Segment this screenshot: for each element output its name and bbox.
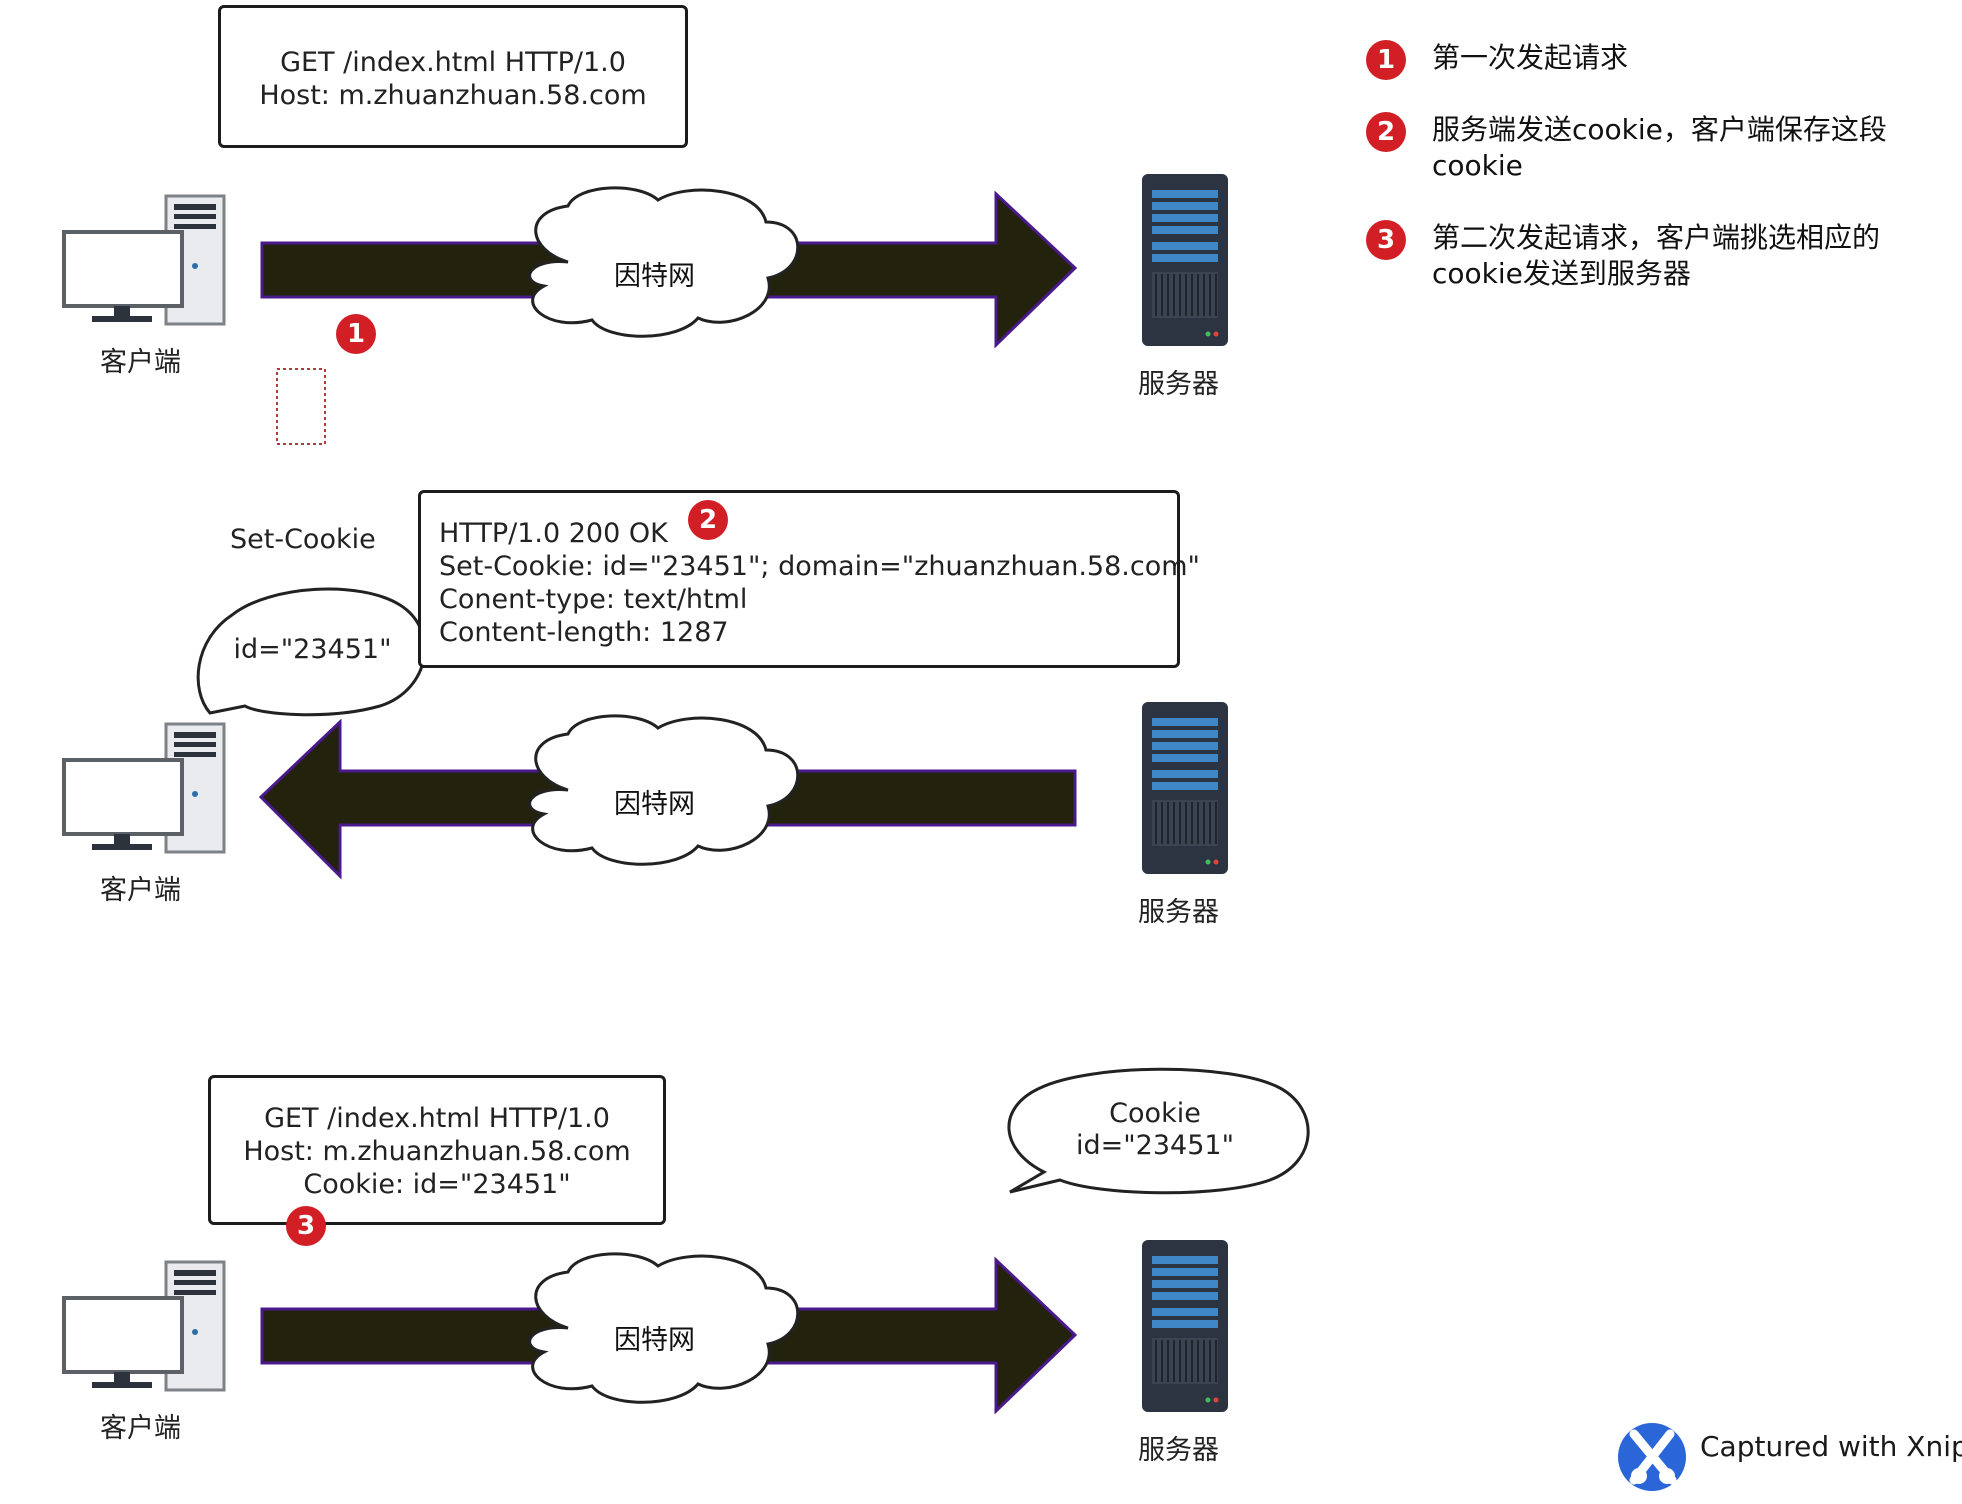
- step-badge: 3: [1366, 220, 1406, 260]
- client-label: 客户端: [100, 347, 181, 378]
- step-badge: 1: [336, 314, 376, 354]
- http-request-box: GET /index.html HTTP/1.0 Host: m.zhuanzh…: [208, 1075, 666, 1225]
- step-badge: 2: [1366, 112, 1406, 152]
- server-icon: [1141, 1239, 1229, 1413]
- response-line: Set-Cookie: id="23451"; domain="zhuanzhu…: [439, 551, 1200, 582]
- cookie-bubble-line: id="23451": [1076, 1130, 1234, 1161]
- cloud-label: 因特网: [614, 261, 695, 292]
- request-line: Cookie: id="23451": [303, 1169, 571, 1200]
- legend-item-2: 2 服务端发送cookie，客户端保存这段cookie: [1366, 112, 1926, 192]
- cloud-label: 因特网: [614, 1325, 695, 1356]
- http-request-box: GET /index.html HTTP/1.0 Host: m.zhuanzh…: [218, 5, 688, 148]
- server-label: 服务器: [1138, 897, 1219, 928]
- set-cookie-label: Set-Cookie: [230, 524, 376, 555]
- cookie-bubble-client: [196, 587, 427, 717]
- cookie-bubble-server: [1007, 1067, 1310, 1195]
- request-line: GET /index.html HTTP/1.0: [280, 47, 626, 78]
- request-line: Host: m.zhuanzhuan.58.com: [259, 80, 647, 111]
- client-label: 客户端: [100, 875, 181, 906]
- cookie-bubble-text: Cookie id="23451": [1040, 1098, 1270, 1162]
- legend-text: 第一次发起请求: [1432, 41, 1629, 74]
- cookie-bubble-line: Cookie: [1109, 1098, 1201, 1129]
- cookie-bubble-text: id="23451": [233, 634, 392, 665]
- step-badge: 2: [688, 500, 728, 540]
- response-line: Conent-type: text/html: [439, 584, 748, 615]
- response-line: HTTP/1.0 200 OK: [439, 518, 668, 549]
- request-line: Host: m.zhuanzhuan.58.com: [243, 1136, 631, 1167]
- step-badge: 3: [286, 1206, 326, 1246]
- legend-item-1: 1 第一次发起请求: [1366, 40, 1926, 90]
- xnip-logo-icon: [1618, 1423, 1686, 1491]
- cloud-label: 因特网: [614, 789, 695, 820]
- server-label: 服务器: [1138, 369, 1219, 400]
- response-line: Content-length: 1287: [439, 617, 729, 648]
- client-label: 客户端: [100, 1413, 181, 1444]
- request-line: GET /index.html HTTP/1.0: [264, 1103, 610, 1134]
- client-computer-icon: [62, 1260, 226, 1392]
- server-label: 服务器: [1138, 1435, 1219, 1466]
- step-badge: 1: [1366, 40, 1406, 80]
- http-response-box: HTTP/1.0 200 OK Set-Cookie: id="23451"; …: [418, 490, 1200, 668]
- client-computer-icon: [62, 722, 226, 854]
- legend-text: 服务端发送cookie，客户端保存这段cookie: [1432, 113, 1887, 182]
- server-icon: [1141, 173, 1229, 347]
- legend-text: 第二次发起请求，客户端挑选相应的cookie发送到服务器: [1432, 221, 1881, 290]
- watermark-text: Captured with Xnip: [1700, 1430, 1962, 1463]
- legend-item-3: 3 第二次发起请求，客户端挑选相应的cookie发送到服务器: [1366, 220, 1926, 300]
- dotted-marker: [276, 368, 326, 445]
- server-icon: [1141, 701, 1229, 875]
- client-computer-icon: [62, 194, 226, 326]
